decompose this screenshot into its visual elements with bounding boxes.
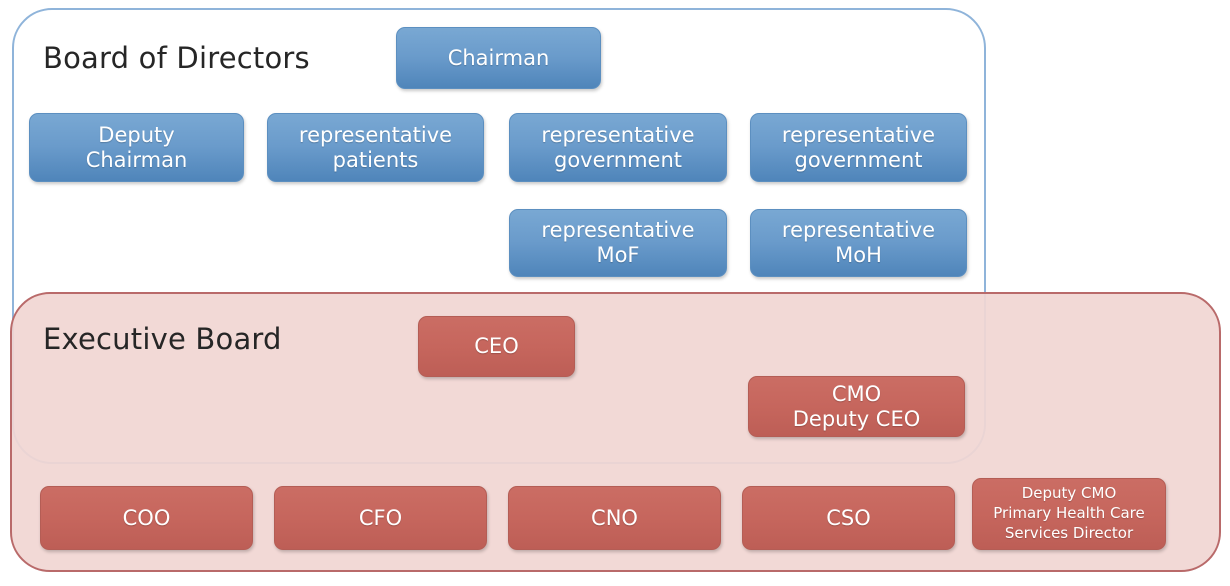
node-cfo[interactable]: CFO bbox=[274, 486, 487, 550]
node-deputy-cmo-primary-health-care[interactable]: Deputy CMO Primary Health Care Services … bbox=[972, 478, 1166, 550]
node-coo[interactable]: COO bbox=[40, 486, 253, 550]
node-representative-moh-line2: MoH bbox=[835, 243, 882, 267]
node-representative-patients-line1: representative bbox=[298, 122, 453, 147]
node-chairman[interactable]: Chairman bbox=[396, 27, 601, 89]
node-representative-government-2-line1: representative bbox=[781, 122, 936, 147]
node-ceo[interactable]: CEO bbox=[418, 316, 575, 377]
node-representative-mof-line1: representative bbox=[541, 218, 695, 243]
node-deputy-chairman-line2: Chairman bbox=[85, 147, 188, 172]
node-representative-patients[interactable]: representative patients bbox=[267, 113, 484, 182]
node-representative-government-2[interactable]: representative government bbox=[750, 113, 967, 182]
node-deputy-chairman-line1: Deputy bbox=[98, 122, 175, 147]
node-representative-government-1[interactable]: representative government bbox=[509, 113, 727, 182]
node-cmo-deputy-ceo[interactable]: CMO Deputy CEO bbox=[748, 376, 965, 437]
node-representative-government-2-line2: government bbox=[794, 147, 923, 172]
node-cno-line1: CNO bbox=[591, 505, 638, 530]
node-cfo-line1: CFO bbox=[358, 505, 403, 530]
node-representative-moh-line1: representative bbox=[781, 218, 936, 243]
executive-board-title: Executive Board bbox=[43, 322, 282, 356]
node-cmo-deputy-ceo-line2: Deputy CEO bbox=[792, 406, 921, 431]
node-representative-patients-line2: patients bbox=[332, 147, 419, 172]
node-representative-government-1-line1: representative bbox=[541, 122, 695, 147]
node-ceo-line1: CEO bbox=[474, 334, 519, 359]
board-of-directors-title: Board of Directors bbox=[43, 41, 310, 75]
node-cno[interactable]: CNO bbox=[508, 486, 721, 550]
node-deputy-cmo-line1: Deputy CMO bbox=[1021, 484, 1117, 503]
node-representative-mof[interactable]: representative MoF bbox=[509, 209, 727, 277]
node-representative-government-1-line2: government bbox=[553, 147, 683, 172]
node-deputy-cmo-line3: Services Director bbox=[1004, 523, 1134, 542]
node-representative-moh[interactable]: representative MoH bbox=[750, 209, 967, 277]
node-coo-line1: COO bbox=[122, 505, 171, 530]
node-cmo-deputy-ceo-line1: CMO bbox=[831, 381, 882, 406]
node-cso-line1: CSO bbox=[826, 505, 871, 530]
node-deputy-cmo-line2: Primary Health Care bbox=[993, 504, 1145, 523]
node-deputy-chairman[interactable]: Deputy Chairman bbox=[29, 113, 244, 182]
node-representative-mof-line2: MoF bbox=[596, 243, 640, 267]
node-cso[interactable]: CSO bbox=[742, 486, 955, 550]
node-chairman-line1: Chairman bbox=[447, 45, 550, 70]
